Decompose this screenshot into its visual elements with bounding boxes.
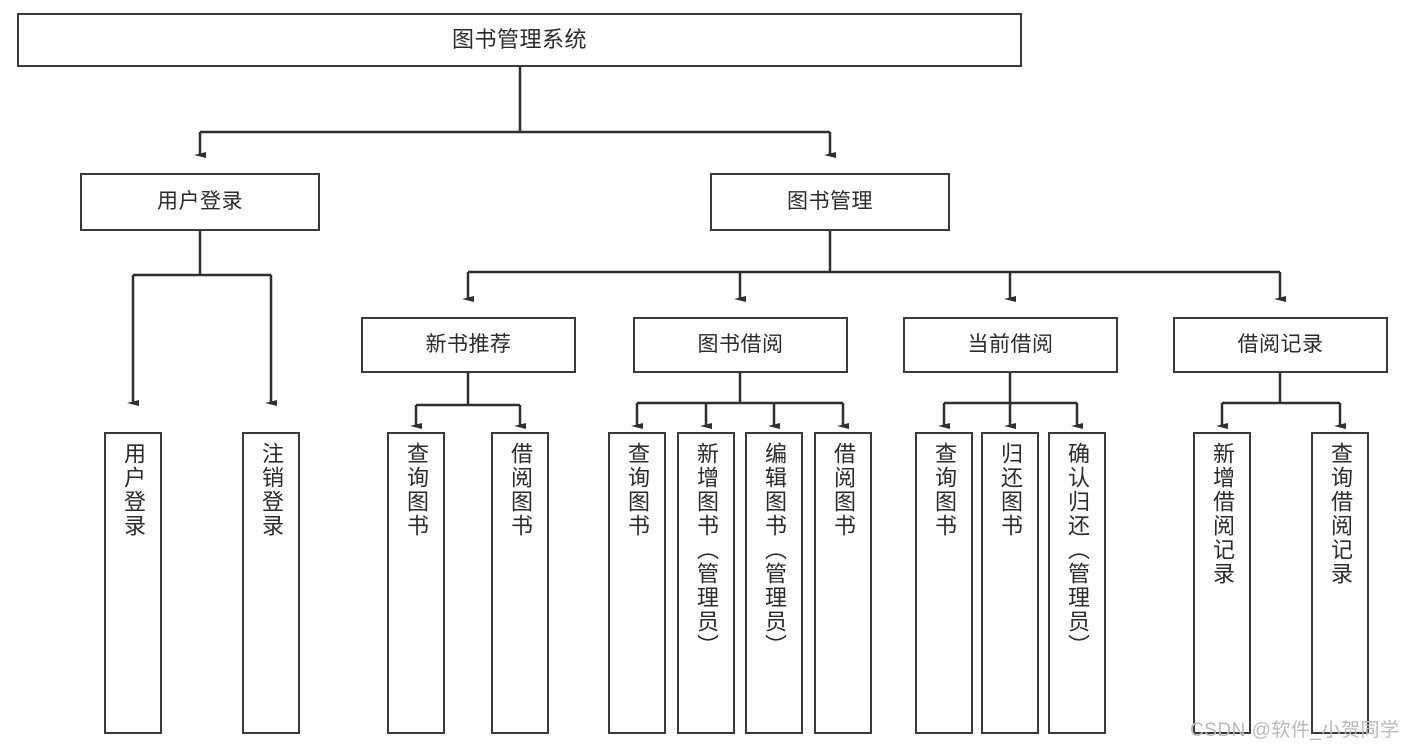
node-current-borrow[interactable]: 当前借阅 (903, 317, 1118, 373)
node-root-system[interactable]: 图书管理系统 (17, 13, 1022, 67)
node-leaf-newbook-query[interactable]: 查询图书 (387, 432, 445, 734)
node-label: 用户登录 (121, 442, 146, 538)
node-label: 查询图书 (932, 442, 957, 538)
node-label: 当前借阅 (967, 333, 1054, 357)
node-leaf-currentborrow-query[interactable]: 查询图书 (915, 432, 973, 734)
node-label: 新书推荐 (425, 333, 512, 357)
node-book-borrow[interactable]: 图书借阅 (633, 317, 848, 373)
node-leaf-borrowrecord-query[interactable]: 查询借阅记录 (1311, 432, 1369, 734)
node-leaf-bookborrow-add[interactable]: 新增图书（管理员） (677, 432, 735, 734)
node-label: 确认归还（管理员） (1065, 442, 1090, 658)
node-user-login[interactable]: 用户登录 (80, 173, 320, 231)
node-leaf-borrowrecord-add[interactable]: 新增借阅记录 (1193, 432, 1251, 734)
node-label: 图书管理 (787, 190, 873, 214)
node-label: 查询图书 (625, 442, 650, 538)
node-label: 借阅记录 (1237, 333, 1324, 357)
node-label: 图书管理系统 (451, 26, 587, 52)
node-label: 查询图书 (404, 442, 429, 538)
node-label: 新增图书（管理员） (694, 442, 719, 658)
node-label: 图书借阅 (697, 333, 784, 357)
node-label: 注销登录 (259, 442, 284, 538)
node-leaf-currentborrow-return[interactable]: 归还图书 (981, 432, 1039, 734)
node-label: 编辑图书（管理员） (762, 442, 787, 658)
node-leaf-bookborrow-query[interactable]: 查询图书 (608, 432, 666, 734)
node-label: 借阅图书 (831, 442, 856, 538)
node-leaf-bookborrow-borrow[interactable]: 借阅图书 (814, 432, 872, 734)
node-new-book-recommend[interactable]: 新书推荐 (361, 317, 576, 373)
node-label: 新增借阅记录 (1210, 442, 1235, 586)
watermark-text: CSDN @软件_小贺同学 (1190, 720, 1400, 741)
node-label: 用户登录 (157, 190, 243, 214)
node-label: 查询借阅记录 (1328, 442, 1353, 586)
node-label: 借阅图书 (508, 442, 533, 538)
node-leaf-newbook-borrow[interactable]: 借阅图书 (491, 432, 549, 734)
node-borrow-record[interactable]: 借阅记录 (1173, 317, 1388, 373)
node-leaf-currentborrow-confirm[interactable]: 确认归还（管理员） (1048, 432, 1106, 734)
node-leaf-bookborrow-edit[interactable]: 编辑图书（管理员） (745, 432, 803, 734)
node-book-management[interactable]: 图书管理 (710, 173, 950, 231)
node-label: 归还图书 (998, 442, 1023, 538)
node-leaf-user-login-signout[interactable]: 注销登录 (242, 432, 300, 734)
node-leaf-user-login-signin[interactable]: 用户登录 (104, 432, 162, 734)
